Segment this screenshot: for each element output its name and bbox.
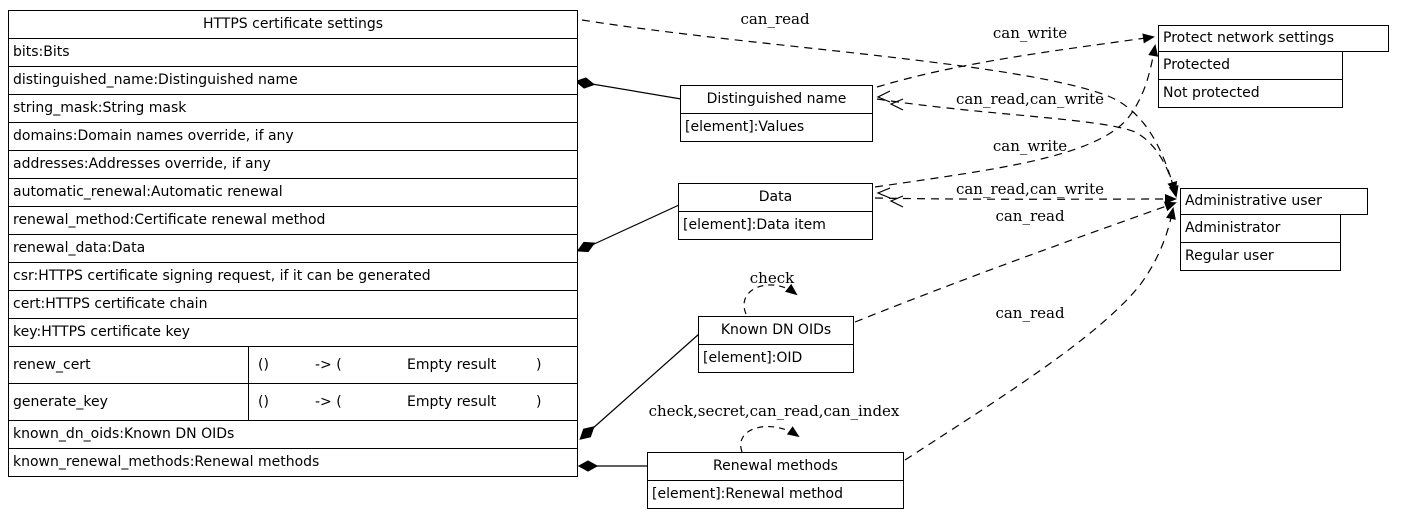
edge-data-to-admin [874,194,1177,205]
edge-oids-to-admin [854,201,1177,323]
node-protect-network-settings-title: Protect network settings [1158,25,1389,52]
field-row: distinguished_name:Distinguished name [9,66,577,94]
option-row: Regular user [1181,242,1340,270]
method-name: generate_key [9,384,249,420]
open-arrowhead [889,195,904,208]
method-row: renew_cert () -> ( Empty result ) [9,346,577,383]
field-row: known_dn_oids:Known DN OIDs [9,420,577,448]
edge-data-to-protect [874,44,1159,188]
edge-oids-self-loop [743,283,798,315]
edge-dn-to-admin [876,98,1179,198]
open-arrowhead [876,187,891,199]
edge-label: can_write [992,137,1068,155]
node-title: Distinguished name [706,91,847,107]
field-row: string_mask:String mask [9,94,577,122]
field-row: addresses:Addresses override, if any [9,150,577,178]
edge-label: can_read [995,304,1065,322]
field-row: automatic_renewal:Automatic renewal [9,178,577,206]
node-data: Data [element]:Data item [678,183,873,240]
option-row: Protected [1163,57,1230,73]
field-row: renewal_data:Data [9,234,577,262]
node-renewal-methods: Renewal methods [element]:Renewal method [647,452,904,509]
method-params: () [258,394,269,410]
edge-https-to-admin [581,19,1178,194]
edge-data-composition [591,204,680,246]
option-row: Administrator [1185,220,1281,236]
edge-label: check,secret,can_read,can_index [648,402,900,420]
edge-label: can_read,can_write [955,180,1105,198]
open-arrowhead [889,98,904,111]
composition-diamond [576,241,596,253]
node-title: Renewal methods [713,458,838,474]
field-row: key:HTTPS certificate key [9,318,577,346]
node-title: Known DN OIDs [720,322,832,338]
node-administrative-user-options: Administrator Regular user [1180,214,1341,271]
open-arrowhead [876,90,891,103]
edge-label: can_write [992,24,1068,42]
field-row: csr:HTTPS certificate signing request, i… [9,262,577,290]
edge-label: can_read [995,207,1065,225]
composition-diamond [574,77,596,89]
method-arrow: -> ( [315,394,342,410]
node-administrative-user-title: Administrative user [1180,188,1368,215]
edge-dn-composition [591,83,682,100]
edge-label: can_read [740,10,810,28]
edge-label: check [749,269,795,287]
field-row: known_renewal_methods:Renewal methods [9,448,577,476]
node-known-dn-oids: Known DN OIDs [element]:OID [698,316,854,373]
https-certificate-settings-table: HTTPS certificate settings bits:Bits dis… [8,10,578,477]
edge-renewal-to-admin [904,207,1176,461]
edge-oids-composition [591,333,700,430]
edge-dn-to-protect [876,33,1155,88]
field-row: renewal_method:Certificate renewal metho… [9,206,577,234]
element-row: [element]:Data item [679,211,872,239]
field-row: bits:Bits [9,38,577,66]
composition-diamond [579,426,595,440]
composition-diamond [577,460,599,472]
element-row: [element]:Values [681,113,872,141]
method-close-paren: ) [536,357,542,373]
element-row: [element]:OID [699,344,853,372]
table-title: HTTPS certificate settings [202,16,384,32]
element-row: [element]:Renewal method [648,480,903,508]
method-arrow: -> ( [315,357,342,373]
field-row: cert:HTTPS certificate chain [9,290,577,318]
node-distinguished-name: Distinguished name [element]:Values [680,85,873,142]
method-result: Empty result [407,394,497,410]
method-params: () [258,357,269,373]
method-result: Empty result [407,357,497,373]
edge-renewal-self-loop [740,426,800,453]
node-title: Data [758,189,793,205]
edge-label: can_read,can_write [955,90,1105,108]
method-name: renew_cert [9,347,249,383]
method-close-paren: ) [536,394,542,410]
node-protect-network-settings-options: Protected Not protected [1158,51,1343,108]
field-row: domains:Domain names override, if any [9,122,577,150]
option-row: Not protected [1159,79,1342,107]
method-row: generate_key () -> ( Empty result ) [9,383,577,420]
